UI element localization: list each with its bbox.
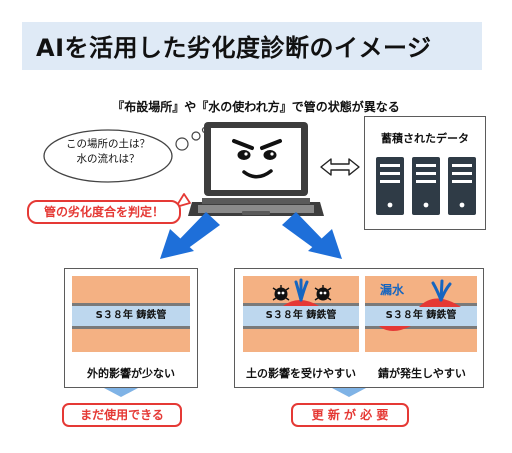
- subtitle: 『布設場所』や『水の使われ方』で管の状態が異なる: [112, 100, 400, 114]
- left-caption: 外的影響が少ない: [87, 367, 175, 380]
- leak-label: 漏水: [380, 283, 405, 297]
- rust-leak-diagram: S３８年 鋳鉄管: [365, 276, 477, 352]
- right-result-label: 更 新 が 必 要: [291, 403, 409, 427]
- arrow-down-right-icon: [282, 212, 342, 259]
- laptop-ai-icon: [188, 122, 324, 216]
- judge-label: 管の劣化度合を判定！: [27, 200, 181, 224]
- left-pipe-diagram: S３８年 鋳鉄管: [72, 276, 190, 352]
- thought-bubble: [43, 126, 209, 183]
- pipe-cross-section: [365, 303, 477, 329]
- arrow-down-icon: [104, 388, 366, 397]
- title-banner: [22, 22, 482, 70]
- data-store-label: 蓄積されたデータ: [381, 132, 469, 145]
- germ-icon: [272, 285, 290, 301]
- pipe-label: S３８年 鋳鉄管: [95, 310, 167, 321]
- server-icon: [376, 157, 476, 215]
- soil-caption: 土の影響を受けやすい: [246, 367, 356, 380]
- soil-bacteria-icon: [272, 278, 332, 306]
- pipe-label: S３８年 鋳鉄管: [265, 310, 337, 321]
- arrow-down-left-icon: [160, 212, 220, 259]
- thought-text: この場所の土は？ 水の流れは？: [46, 137, 170, 167]
- germ-icon: [314, 285, 332, 301]
- rust-caption: 錆が発生しやすい: [378, 367, 466, 380]
- bidirectional-arrow-icon: [320, 158, 360, 176]
- rust-icon: [379, 279, 461, 331]
- pipe-cross-section: [72, 303, 190, 329]
- soil-influence-diagram: S３８年 鋳鉄管: [243, 276, 359, 352]
- thought-line-2: 水の流れは？: [76, 153, 140, 165]
- pipe-label: S３８年 鋳鉄管: [385, 310, 457, 321]
- left-result-label: まだ使用できる: [62, 403, 182, 427]
- page-title: AIを活用した劣化度診断のイメージ: [36, 34, 432, 62]
- thought-line-1: この場所の土は？: [66, 138, 150, 150]
